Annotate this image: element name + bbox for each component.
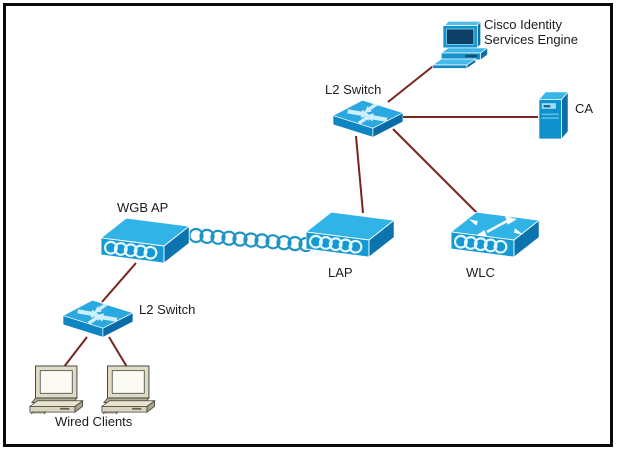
l2-switch-bottom-label: L2 Switch [139,302,196,317]
access-point-icon [99,217,191,265]
pc-icon [27,365,84,418]
wlc-node [449,211,541,259]
link-l2top-ise [387,62,438,103]
server-icon [538,90,569,141]
link-l2top-lap [355,135,364,214]
cisco-ise-label: Cisco Identity Services Engine [484,17,578,47]
l2-switch-bottom-node [62,298,134,338]
ca-label: CA [575,101,594,116]
wlc-label: WLC [466,265,495,280]
cisco-ise-node [431,19,503,75]
l2-switch-top-label: L2 Switch [325,82,382,97]
access-point-icon [304,211,396,259]
lap-node [304,211,396,259]
wireless-link-coil [188,227,314,253]
workstation-icon [431,20,489,70]
pc-icon [99,365,156,418]
wired-client-2-node [99,365,164,418]
link-l2top-wlc [392,128,480,216]
wireless-lan-controller-icon [449,211,541,259]
cisco-ise-label-line2: Services Engine [484,32,578,47]
wgb-ap-node [99,217,191,265]
l2-switch-icon [62,299,134,338]
wgb-ap-label: WGB AP [117,200,169,215]
wired-client-1-node [27,365,92,418]
link-wgb-l2bottom [101,262,137,303]
l2-switch-icon [332,99,404,138]
lap-label: LAP [328,265,353,280]
l2-switch-top-node [332,98,404,138]
ca-node [537,90,571,141]
cisco-ise-label-line1: Cisco Identity [484,17,563,32]
wired-clients-label: Wired Clients [55,414,133,429]
